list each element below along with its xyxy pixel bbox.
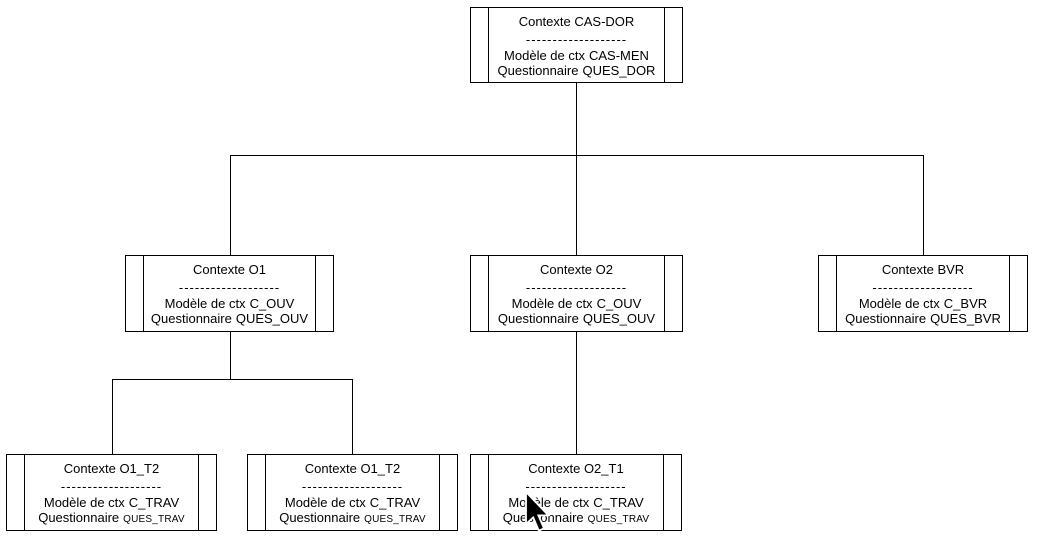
node-title: Contexte CAS-DOR <box>518 14 635 29</box>
questionnaire-label: Questionnaire <box>502 510 584 525</box>
questionnaire-label: Questionnaire <box>845 311 927 326</box>
connector-drop-o1 <box>230 155 231 255</box>
model-label: Modèle de ctx <box>43 495 125 510</box>
model-label: Modèle de ctx <box>508 495 590 510</box>
context-node-o2-t1[interactable]: Contexte O2_T1 ------------------- Modèl… <box>470 454 682 531</box>
node-title: Contexte O2_T1 <box>528 461 624 476</box>
model-label: Modèle de ctx <box>164 296 246 311</box>
node-separator: ------------------- <box>60 482 163 491</box>
node-side-compartment-left <box>488 8 489 82</box>
questionnaire-label: Questionnaire <box>497 311 579 326</box>
context-node-o1-t2-first[interactable]: Contexte O1_T2 ------------------- Modèl… <box>6 454 217 531</box>
questionnaire-value: QUES_BVR <box>930 311 1001 326</box>
model-value: C_TRAV <box>128 495 180 510</box>
model-label: Modèle de ctx <box>504 48 585 63</box>
context-node-cas-dor[interactable]: Contexte CAS-DOR ------------------- Mod… <box>470 7 683 83</box>
node-separator: ------------------- <box>872 283 974 292</box>
node-separator: ------------------- <box>525 482 627 491</box>
node-title: Contexte BVR <box>881 262 965 277</box>
node-side-compartment-left <box>265 455 266 530</box>
node-title: Contexte O2 <box>540 262 613 277</box>
node-side-compartment-right <box>439 455 440 530</box>
model-value: C_TRAV <box>593 495 644 510</box>
model-value: CAS-MEN <box>588 48 649 63</box>
questionnaire-label: Questionnaire <box>150 311 232 326</box>
model-label: Modèle de ctx <box>511 296 593 311</box>
node-side-compartment-left <box>24 455 25 530</box>
node-separator: ------------------- <box>525 35 628 44</box>
node-side-compartment-right <box>1009 256 1010 331</box>
model-value: C_OUV <box>249 296 295 311</box>
context-node-o1[interactable]: Contexte O1 ------------------- Modèle d… <box>125 255 334 332</box>
model-label: Modèle de ctx <box>284 495 366 510</box>
node-separator: ------------------- <box>525 283 628 292</box>
connector-level2-bus <box>112 379 353 380</box>
questionnaire-value: QUES_TRAV <box>587 514 650 525</box>
node-side-compartment-right <box>664 256 665 331</box>
questionnaire-value: QUES_DOR <box>582 63 656 78</box>
context-node-o1-t2-second[interactable]: Contexte O1_T2 ------------------- Modèl… <box>247 454 458 531</box>
node-side-compartment-left <box>143 256 144 331</box>
model-value: C_OUV <box>596 296 642 311</box>
node-separator: ------------------- <box>301 482 404 491</box>
connector-o2-to-o2t1 <box>576 332 577 454</box>
connector-drop-bvr <box>923 155 924 255</box>
node-side-compartment-left <box>488 455 489 530</box>
node-side-compartment-left <box>488 256 489 331</box>
questionnaire-value: QUES_TRAV <box>364 514 426 525</box>
questionnaire-value: QUES_OUV <box>582 311 656 326</box>
model-value: C_BVR <box>943 296 988 311</box>
connector-o1-stem <box>230 332 231 379</box>
node-side-compartment-right <box>664 8 665 82</box>
connector-drop-o1t2-first <box>112 379 113 454</box>
node-title: Contexte O1_T2 <box>63 461 160 476</box>
node-separator: ------------------- <box>178 283 281 292</box>
model-label: Modèle de ctx <box>858 296 940 311</box>
node-title: Contexte O1_T2 <box>304 461 401 476</box>
questionnaire-value: QUES_TRAV <box>123 514 185 525</box>
node-side-compartment-right <box>315 256 316 331</box>
connector-level1-bus <box>230 155 924 156</box>
node-title: Contexte O1 <box>193 262 266 277</box>
node-side-compartment-left <box>836 256 837 331</box>
questionnaire-label: Questionnaire <box>497 63 579 78</box>
questionnaire-value: QUES_OUV <box>235 311 309 326</box>
context-node-o2[interactable]: Contexte O2 ------------------- Modèle d… <box>470 255 683 332</box>
connector-drop-o2 <box>576 155 577 255</box>
node-side-compartment-right <box>663 455 664 530</box>
questionnaire-label: Questionnaire <box>279 510 361 525</box>
connector-root-stem <box>576 83 577 155</box>
connector-drop-o1t2-second <box>352 379 353 454</box>
model-value: C_TRAV <box>369 495 421 510</box>
node-side-compartment-right <box>198 455 199 530</box>
context-node-bvr[interactable]: Contexte BVR ------------------- Modèle … <box>818 255 1028 332</box>
questionnaire-label: Questionnaire <box>38 510 120 525</box>
